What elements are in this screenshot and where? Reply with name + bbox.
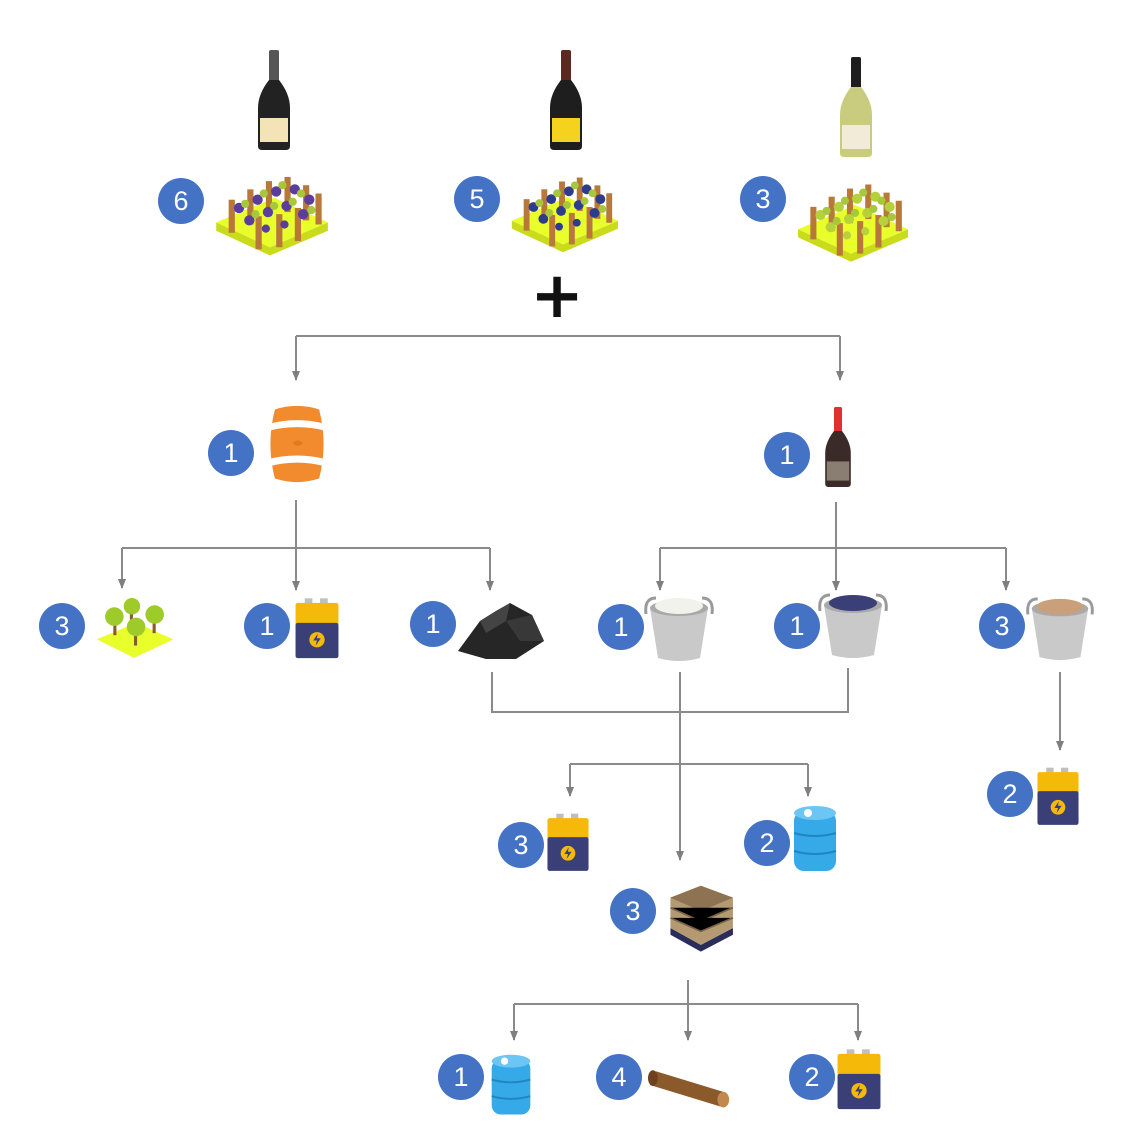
- blue-bucket-icon: [818, 593, 888, 660]
- count-badge: [598, 604, 644, 650]
- white-bucket-icon: [644, 596, 714, 663]
- count-badge: [789, 1054, 835, 1100]
- count-label: 1: [259, 611, 274, 641]
- wine-group-1: 6: [158, 50, 328, 256]
- count-badge: [764, 432, 810, 478]
- potato-bucket-node: 3: [979, 597, 1094, 662]
- orchard-icon: [96, 598, 174, 658]
- potato-bucket-icon: [1026, 597, 1094, 662]
- count-badge: [596, 1054, 642, 1100]
- count-badge: [744, 820, 790, 866]
- coal-icon: [458, 603, 544, 659]
- count-label: 4: [611, 1062, 626, 1092]
- green-grape-vineyard-icon: [798, 184, 908, 262]
- count-badge: [979, 603, 1025, 649]
- coal-node: 1: [410, 601, 544, 659]
- count-label: 6: [173, 186, 188, 216]
- battery-icon: [295, 598, 339, 659]
- count-label: 2: [1002, 779, 1017, 809]
- water-tank-icon: [490, 1053, 532, 1116]
- count-badge: [39, 603, 85, 649]
- count-label: 1: [613, 612, 628, 642]
- count-label: 2: [759, 828, 774, 858]
- count-label: 1: [425, 609, 440, 639]
- count-label: 5: [469, 184, 484, 214]
- count-label: 1: [223, 438, 238, 468]
- count-badge: [498, 822, 544, 868]
- battery-icon: [547, 813, 589, 871]
- pallet-node: 3: [610, 884, 734, 953]
- barrel-node: 1: [208, 405, 326, 483]
- count-badge: [208, 430, 254, 476]
- count-label: 3: [513, 830, 528, 860]
- wine-group-3: 3: [740, 57, 908, 262]
- count-badge: [610, 888, 656, 934]
- count-badge: [438, 1054, 484, 1100]
- battery-node-c: 3: [498, 813, 589, 871]
- log-icon: [648, 1070, 730, 1108]
- battery-node-b: 2: [987, 767, 1079, 825]
- battery-node-a: 1: [244, 598, 339, 659]
- count-label: 1: [789, 611, 804, 641]
- count-badge: [244, 603, 290, 649]
- count-label: 1: [779, 440, 794, 470]
- battery-node-d: 2: [789, 1049, 881, 1110]
- count-badge: [774, 603, 820, 649]
- red-cap-wine-bottle-icon: [825, 407, 851, 487]
- plus-operator: +: [530, 259, 584, 333]
- orchard-node: 3: [39, 598, 174, 658]
- count-label: 3: [755, 184, 770, 214]
- count-label: 3: [54, 611, 69, 641]
- battery-icon: [1037, 767, 1079, 825]
- count-badge: [410, 601, 456, 647]
- barrel-icon: [268, 405, 326, 483]
- count-badge: [454, 176, 500, 222]
- connectors: [118, 335, 1064, 1041]
- count-badge: [987, 771, 1033, 817]
- blue-grape-vineyard-icon: [511, 177, 619, 253]
- red-wine-node: 1: [764, 407, 851, 487]
- pallet-icon: [669, 884, 734, 953]
- water-tank-node-a: 2: [744, 804, 838, 873]
- count-badge: [740, 176, 786, 222]
- purple-grape-vineyard-icon: [216, 176, 328, 256]
- yellow-label-wine-bottle-icon: [550, 50, 582, 150]
- water-tank-icon: [792, 804, 838, 873]
- dark-wine-bottle-icon: [258, 50, 290, 150]
- count-badge: [158, 178, 204, 224]
- water-tank-node-b: 1: [438, 1053, 532, 1116]
- white-wine-bottle-icon: [840, 57, 872, 157]
- count-label: 1: [453, 1062, 468, 1092]
- log-node: 4: [596, 1054, 730, 1108]
- white-bucket-node: 1: [598, 596, 714, 663]
- battery-icon: [837, 1049, 881, 1110]
- count-label: 2: [804, 1062, 819, 1092]
- blue-bucket-node: 1: [774, 593, 888, 660]
- wine-group-2: 5: [454, 50, 619, 253]
- merge-line: [491, 668, 849, 713]
- count-label: 3: [625, 896, 640, 926]
- count-label: 3: [994, 611, 1009, 641]
